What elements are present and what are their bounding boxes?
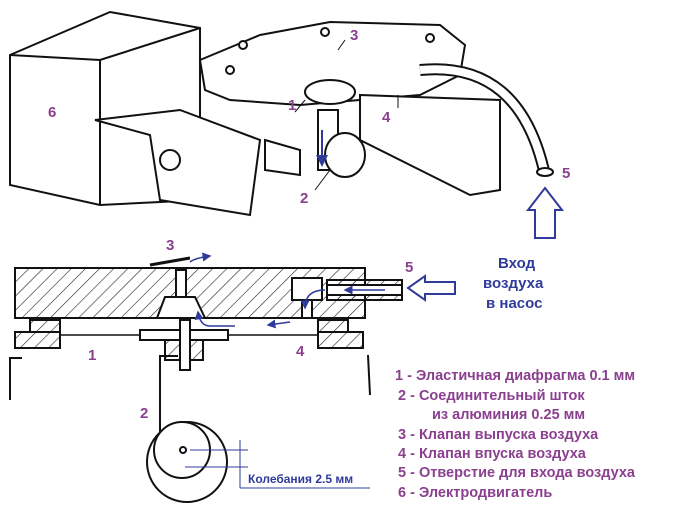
legend-item: 3 - Клапан выпуска воздуха	[398, 427, 599, 443]
legend-item: 1 - Эластичная диафрагма 0.1 мм	[395, 368, 635, 384]
diaphragm	[304, 79, 356, 105]
connecting-rod	[159, 355, 178, 445]
label-6: 6	[48, 104, 56, 121]
legend-item: 5 - Отверстие для входа воздуха	[398, 465, 636, 481]
label-4: 4	[296, 343, 305, 360]
label-1: 1	[88, 347, 96, 364]
inlet-arrow-left	[406, 274, 456, 302]
inlet-caption: Вход воздуха в насос	[483, 255, 544, 312]
oscillation-label: Колебания 2.5 мм	[248, 472, 353, 486]
label-3-top: 3	[350, 27, 358, 44]
legend-item: 6 - Электродвигатель	[398, 485, 552, 501]
legend-item: из алюминия 0.25 мм	[432, 407, 585, 423]
inlet-arrow-up	[525, 186, 565, 239]
label-1-top: 1	[288, 97, 296, 114]
label-3: 3	[166, 237, 174, 254]
label-4-top: 4	[382, 109, 391, 126]
base-plate	[359, 93, 501, 197]
legend-item: 4 - Клапан впуска воздуха	[398, 446, 587, 462]
svg-text:воздуха: воздуха	[483, 275, 544, 292]
svg-text:в насос: в насос	[486, 295, 542, 312]
label-2-top: 2	[300, 190, 308, 207]
legend: 1 - Эластичная диафрагма 0.1 мм 2 - Соед…	[395, 368, 636, 501]
pump-perspective-view	[9, 10, 554, 217]
svg-text:Вход: Вход	[498, 255, 536, 272]
label-5: 5	[405, 259, 413, 276]
pump-cross-section	[9, 256, 403, 503]
label-5-top: 5	[562, 165, 570, 182]
legend-item: 2 - Соединительный шток	[398, 388, 585, 404]
label-2: 2	[140, 405, 148, 422]
